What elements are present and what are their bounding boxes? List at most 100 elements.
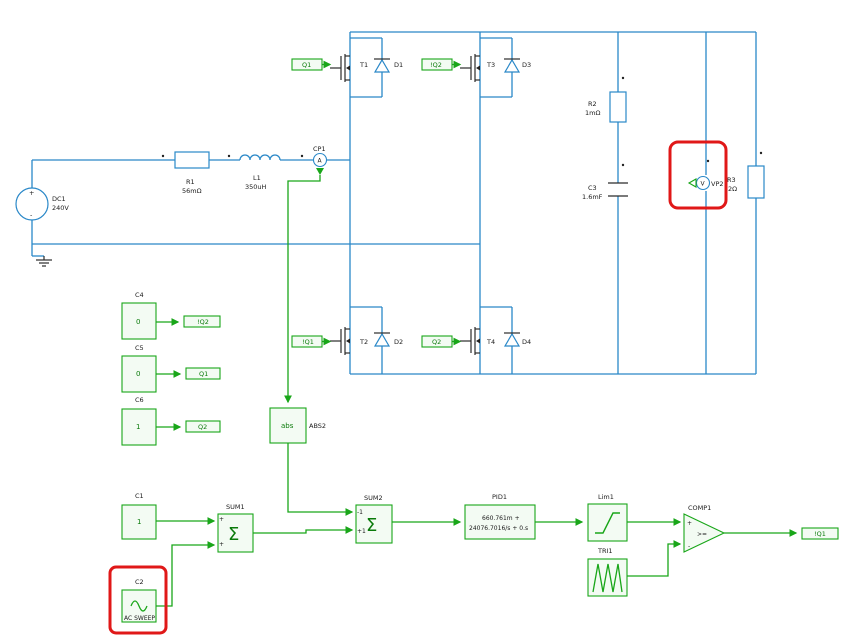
r3-polarity-dot [759, 151, 763, 155]
sum2-symbol: Σ [366, 515, 377, 536]
c2-sub: AC SWEEP [124, 615, 155, 622]
c6-name: C6 [135, 396, 144, 404]
control-wires [156, 175, 798, 607]
l1-polarity-dot [227, 154, 231, 158]
dc1-name: DC1 [52, 195, 66, 203]
gate-tag-iq2[interactable] [421, 58, 462, 71]
l1-value: 350uH [245, 183, 267, 191]
d4-label: D4 [522, 338, 531, 346]
c5-value: 0 [136, 370, 140, 378]
resistor-r1[interactable] [174, 151, 210, 169]
resistor-r3[interactable] [747, 165, 765, 199]
sum-block-sum2[interactable] [355, 504, 393, 544]
r1-polarity-dot [161, 154, 165, 158]
c2-name: C2 [135, 578, 144, 586]
comp1-minus: - [688, 543, 690, 550]
abs2-name: ABS2 [309, 422, 326, 430]
sum1-symbol: Σ [228, 524, 239, 545]
inductor-l1[interactable] [239, 154, 281, 161]
gate-tag-iq1-text: !Q1 [302, 338, 314, 346]
tag-c6-out-text: Q2 [198, 423, 207, 431]
d3-label: D3 [522, 61, 531, 69]
r2-name: R2 [588, 100, 597, 108]
lim1-name: Lim1 [598, 493, 614, 501]
tag-c4-out-text: !Q2 [197, 318, 209, 326]
abs-block-abs2[interactable] [269, 407, 307, 444]
sum1-in2: + [219, 541, 224, 548]
gate-tag-q2-text: Q2 [432, 338, 441, 346]
t2-label: T2 [359, 338, 368, 346]
transistor-t1[interactable] [330, 54, 350, 82]
transistor-t4[interactable] [460, 327, 480, 355]
pid-block-pid1[interactable] [464, 504, 536, 540]
c6-value: 1 [136, 423, 140, 431]
limiter-icon [595, 512, 620, 534]
diode-d4[interactable] [503, 332, 521, 347]
r2-value: 1mΩ [585, 109, 600, 117]
comp1-name: COMP1 [688, 504, 711, 512]
gate-tag-iq2-text: !Q2 [430, 61, 442, 69]
sine-wave-icon [130, 600, 148, 612]
pid1-line2: 24076.7016/s + 0.s [469, 525, 528, 532]
tag-comp-out-text: !Q1 [814, 530, 826, 538]
cp1-name: CP1 [313, 145, 326, 153]
l1-name: L1 [253, 174, 261, 182]
pid1-line1: 660.761m + [482, 515, 520, 522]
gate-tag-q2[interactable] [421, 335, 462, 348]
sum2-name: SUM2 [364, 494, 383, 502]
constant-c4[interactable] [121, 302, 157, 340]
dc1-minus: - [30, 211, 33, 219]
sum2-in2: +1 [357, 528, 366, 535]
cp1-output-icon [316, 168, 324, 175]
transistor-t3[interactable] [460, 54, 480, 82]
r3-name: R3 [727, 176, 736, 184]
r2-polarity-dot [621, 76, 625, 80]
pid1-name: PID1 [492, 493, 507, 501]
vp2-polarity-dot [706, 159, 710, 163]
constant-c1[interactable] [121, 504, 157, 540]
sum1-name: SUM1 [226, 503, 245, 511]
highlight-c2 [108, 565, 168, 635]
diode-d2[interactable] [373, 332, 391, 347]
comp1-plus: + [687, 520, 692, 527]
transistor-t2[interactable] [330, 327, 350, 355]
triangle-wave-icon [592, 563, 623, 593]
ac-sweep-source-c2[interactable] [121, 589, 157, 623]
current-probe-cp1[interactable]: A [312, 152, 328, 176]
constant-c5[interactable] [121, 355, 157, 393]
tag-comp-out[interactable] [801, 527, 839, 540]
tag-c5-out[interactable] [185, 367, 221, 380]
gate-tag-q1[interactable] [291, 58, 332, 71]
t3-label: T3 [486, 61, 495, 69]
c1-value: 1 [137, 518, 141, 526]
resistor-r2[interactable] [609, 91, 627, 123]
gate-tag-iq1[interactable] [291, 335, 332, 348]
comp1-inner: >= [697, 531, 707, 538]
voltage-probe-vp2[interactable]: V [687, 175, 711, 191]
tag-c6-out[interactable] [185, 420, 221, 433]
sum2-in1: -1 [357, 509, 363, 516]
r1-value: 56mΩ [182, 187, 202, 195]
d2-label: D2 [394, 338, 403, 346]
tri1-name: TRI1 [597, 547, 613, 555]
c1-name: C1 [135, 492, 144, 500]
tag-c4-out[interactable] [183, 315, 221, 328]
sum-block-sum1[interactable] [217, 513, 254, 553]
comparator-comp1[interactable] [683, 513, 726, 553]
power-wires [31, 31, 757, 375]
c3-name: C3 [588, 184, 597, 192]
cp1-symbol: A [318, 158, 323, 165]
capacitor-c3[interactable] [608, 182, 628, 197]
c4-value: 0 [136, 318, 140, 326]
dc-source-dc1[interactable]: + - [15, 187, 49, 221]
c3-polarity-dot [621, 163, 625, 167]
t4-label: T4 [486, 338, 495, 346]
r1-name: R1 [186, 178, 195, 186]
cp1-polarity-dot [300, 154, 304, 158]
constant-c6[interactable] [121, 408, 157, 446]
diode-d1[interactable] [373, 58, 391, 73]
c5-name: C5 [135, 344, 144, 352]
dc1-plus: + [29, 189, 34, 197]
diode-d3[interactable] [503, 58, 521, 73]
